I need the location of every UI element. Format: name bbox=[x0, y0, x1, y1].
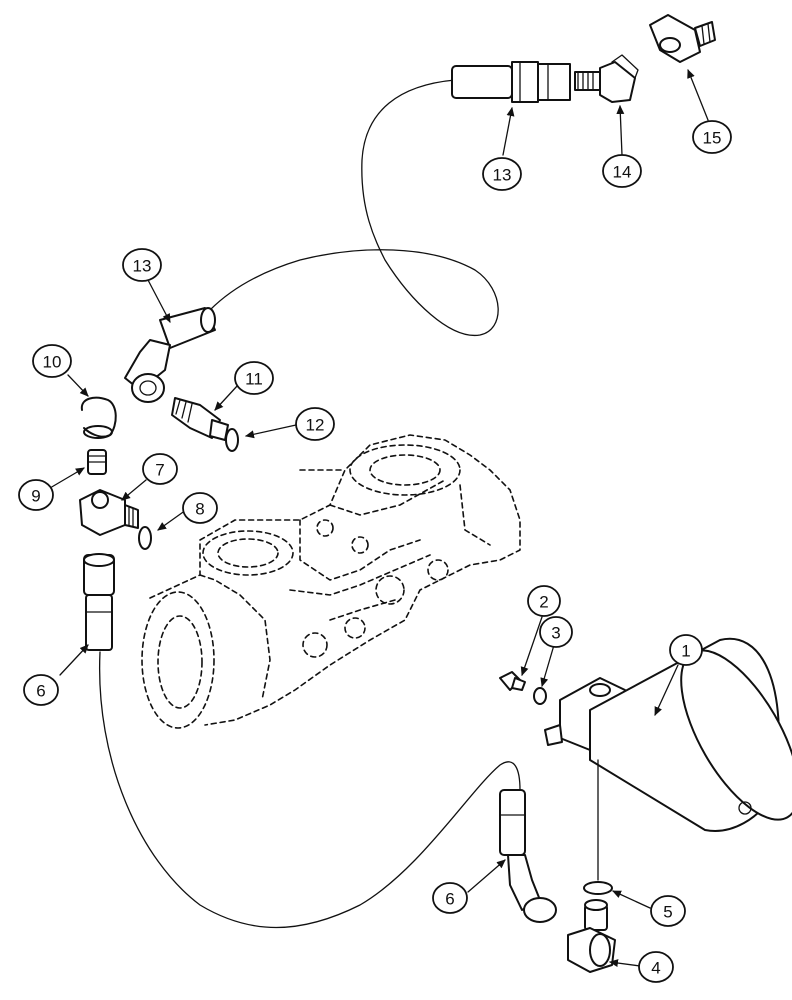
callout-label: 14 bbox=[613, 163, 632, 182]
filter-1 bbox=[544, 637, 792, 832]
leader-lines bbox=[49, 69, 709, 968]
hose-end-13-lower bbox=[124, 307, 216, 403]
callout-label: 15 bbox=[703, 129, 722, 148]
callout-13-upper: 13 bbox=[482, 157, 522, 191]
callout-label: 12 bbox=[306, 416, 325, 435]
o-ring-8 bbox=[138, 526, 152, 550]
callout-14: 14 bbox=[602, 154, 642, 188]
callout-6-left: 6 bbox=[23, 674, 59, 706]
elbow-fitting-14 bbox=[574, 54, 639, 103]
callout-2: 2 bbox=[527, 585, 561, 617]
callout-label: 9 bbox=[31, 487, 40, 506]
callout-7: 7 bbox=[142, 453, 178, 485]
callout-label: 3 bbox=[551, 624, 560, 643]
callout-label: 5 bbox=[663, 903, 672, 922]
callout-5: 5 bbox=[650, 895, 686, 927]
callout-label: 10 bbox=[43, 353, 62, 372]
callout-label: 1 bbox=[681, 642, 690, 661]
callout-label: 6 bbox=[445, 890, 454, 909]
callout-3: 3 bbox=[539, 616, 573, 648]
callout-label: 6 bbox=[36, 682, 45, 701]
callout-1: 1 bbox=[669, 634, 703, 666]
o-ring-12 bbox=[225, 428, 239, 452]
elbow-4 bbox=[567, 899, 616, 973]
callout-9: 9 bbox=[18, 479, 54, 511]
callout-15: 15 bbox=[692, 120, 732, 154]
elbow-7 bbox=[79, 489, 139, 536]
clip-10 bbox=[80, 396, 117, 439]
hose-lines bbox=[98, 79, 521, 929]
screw-2 bbox=[499, 671, 526, 691]
callout-11: 11 bbox=[234, 361, 274, 395]
hose-end-6-right bbox=[499, 789, 557, 923]
callout-13-lower: 13 bbox=[122, 248, 162, 282]
callout-label: 2 bbox=[539, 593, 548, 612]
pump-body bbox=[141, 434, 521, 729]
tee-fitting-15 bbox=[649, 14, 716, 63]
callout-8: 8 bbox=[182, 492, 218, 524]
callout-label: 7 bbox=[155, 461, 164, 480]
callout-label: 11 bbox=[245, 370, 263, 389]
callout-4: 4 bbox=[638, 951, 674, 983]
callout-6-right: 6 bbox=[432, 882, 468, 914]
callout-label: 13 bbox=[133, 257, 152, 276]
o-ring-5 bbox=[583, 759, 613, 895]
fitting-9 bbox=[87, 449, 107, 475]
washer-3 bbox=[533, 687, 547, 705]
hose-end-6-left bbox=[83, 553, 115, 651]
callout-label: 8 bbox=[195, 500, 204, 519]
callout-label: 4 bbox=[651, 959, 660, 978]
callout-label: 13 bbox=[493, 166, 512, 185]
callout-12: 12 bbox=[295, 407, 335, 441]
hose-end-13-upper bbox=[451, 61, 571, 103]
callout-10: 10 bbox=[32, 344, 72, 378]
